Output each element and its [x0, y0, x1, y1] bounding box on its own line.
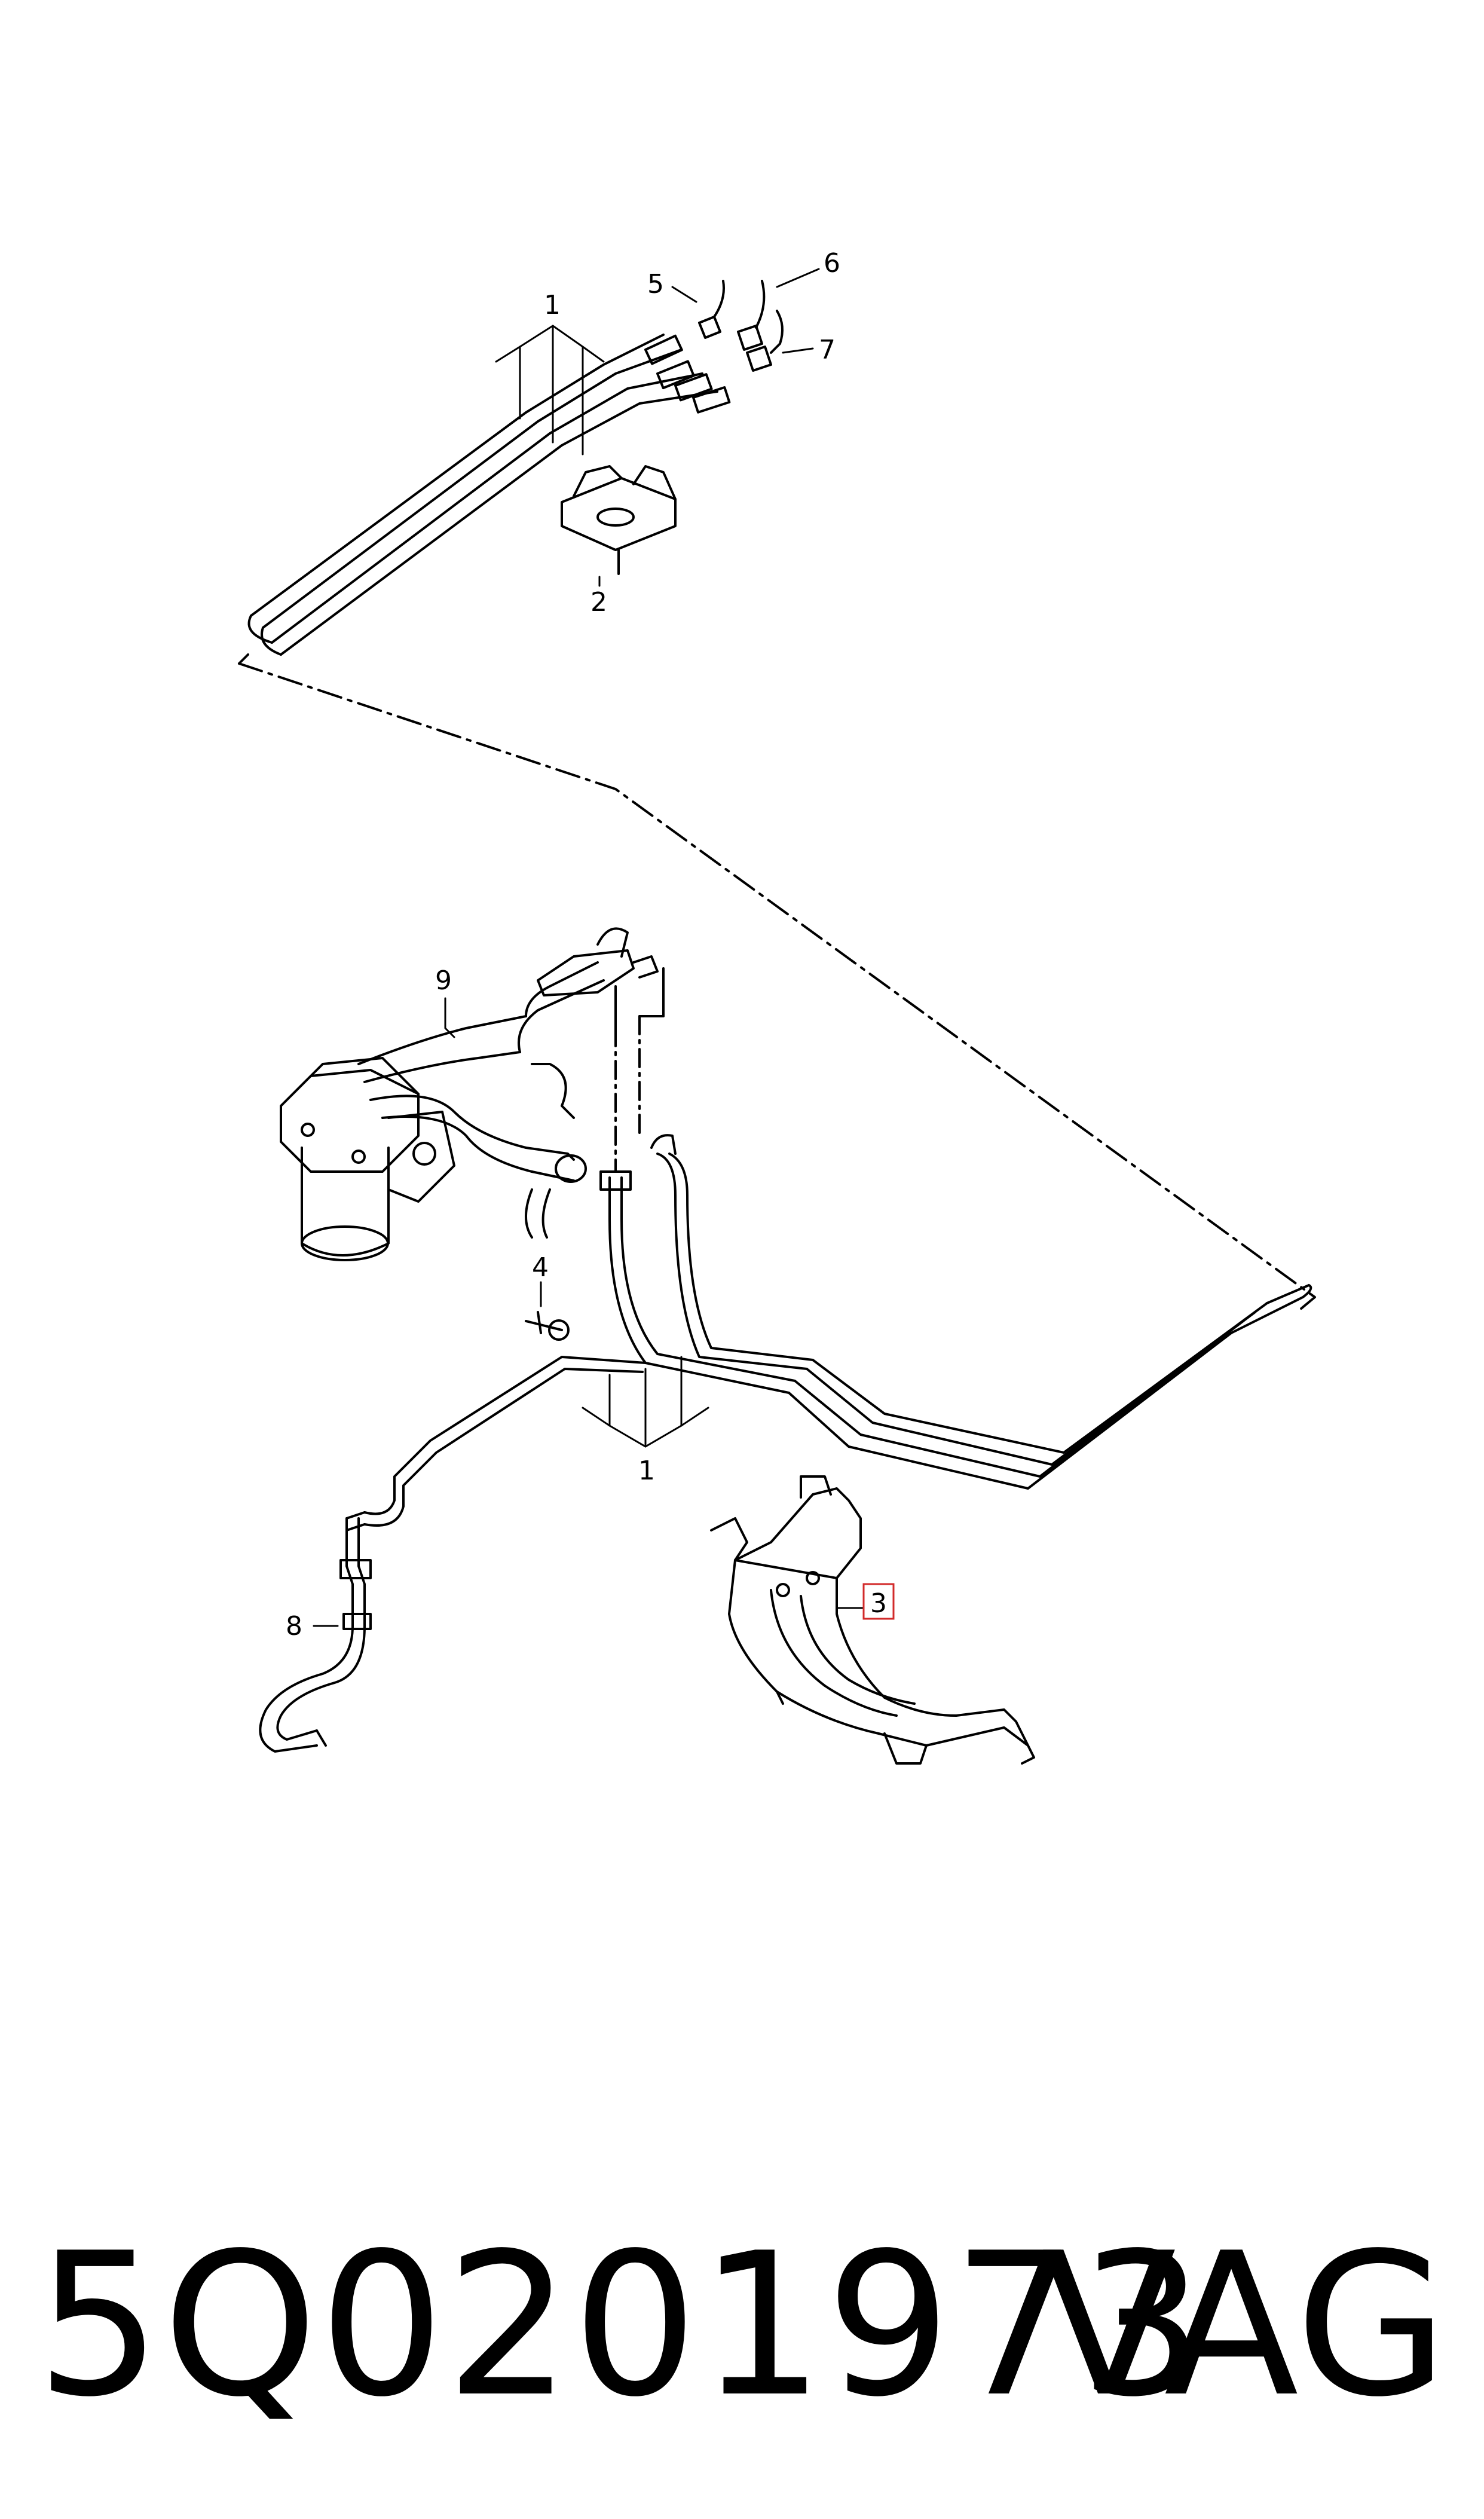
part-number: 5Q0201973	[36, 2211, 1206, 2440]
upper-fuel-lines	[247, 334, 731, 656]
heat-shield-part-3	[710, 1475, 1035, 1765]
reference-line	[238, 662, 1316, 1313]
callout-1-bottom: 1	[638, 1456, 655, 1486]
callout-4: 4	[532, 1252, 549, 1283]
callout-7: 7	[819, 335, 836, 365]
callout-2: 2	[590, 587, 607, 617]
fuel-filter-assembly	[280, 927, 665, 1261]
callout-6: 6	[824, 248, 840, 279]
bracket-part-2	[561, 465, 677, 575]
callout-5: 5	[647, 269, 664, 299]
parts-diagram: 1 2 5 6 7 9 4 1 8 3	[238, 248, 1316, 1765]
lower-fuel-lines	[259, 1134, 1312, 1753]
callout-labels: 1 2 5 6 7 9 4 1 8 3	[286, 248, 895, 1641]
connector-parts	[698, 280, 784, 372]
footer: 5Q0201973 VAG	[0, 2212, 1484, 2439]
callout-3: 3	[870, 1588, 887, 1619]
callout-1-top: 1	[544, 290, 561, 320]
leader-lines	[313, 268, 874, 1627]
brand-name: VAG	[1041, 2211, 1448, 2440]
callout-8: 8	[286, 1611, 302, 1641]
clip-part-4	[525, 1311, 570, 1341]
callout-9: 9	[435, 965, 452, 996]
callout-3-highlight: 3	[862, 1583, 895, 1620]
